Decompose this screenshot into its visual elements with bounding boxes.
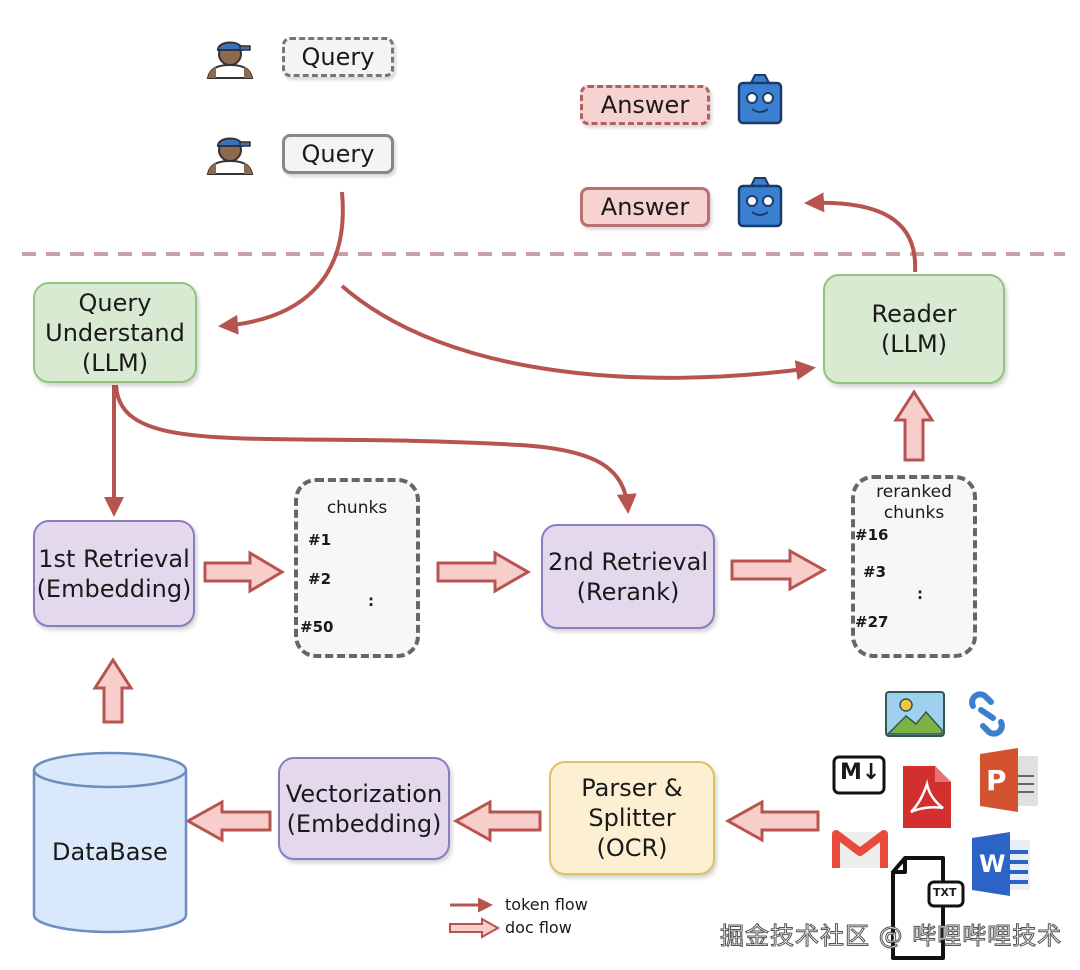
- database-cylinder: [32, 751, 188, 934]
- legend-doc-flow: doc flow: [505, 918, 572, 937]
- word-icon: [972, 832, 1030, 896]
- reranked-ellipsis: :: [917, 585, 923, 603]
- query-pill-dashed: Query: [282, 37, 394, 77]
- reranked-title: reranked: [876, 482, 952, 502]
- reranked-label: #3: [863, 563, 887, 581]
- link-icon: [969, 691, 1005, 737]
- txt-file-icon: [891, 856, 965, 960]
- legend-doc-flow-arrow: [449, 917, 501, 939]
- legend-token-flow: token flow: [505, 895, 588, 914]
- second-retrieval-node: 2nd Retrieval (Rerank): [541, 524, 715, 629]
- answer-label: Answer: [600, 193, 690, 221]
- node-label: (LLM): [880, 330, 948, 358]
- node-label: (OCR): [596, 834, 668, 862]
- doc-flow-chunks-to-second: [436, 550, 532, 594]
- powerpoint-icon: [980, 748, 1038, 812]
- word-icon-label: W: [979, 850, 1006, 878]
- node-label: (LLM): [81, 348, 149, 377]
- doc-flow-parser-to-vector: [452, 799, 542, 843]
- user-avatar-icon: [206, 137, 254, 175]
- chunks-title: chunks: [326, 498, 388, 518]
- ppt-icon-label: P: [986, 764, 1007, 797]
- reranked-chunks-container: reranked chunks #16 #3 : #27: [851, 475, 977, 658]
- pdf-icon: [903, 766, 951, 828]
- chunk-label: #1: [308, 531, 332, 549]
- chunk-ellipsis: :: [368, 592, 374, 610]
- node-label: 2nd Retrieval: [548, 547, 708, 576]
- node-label: Splitter: [588, 804, 676, 832]
- reranked-label: #16: [855, 526, 889, 544]
- query-understand-node: Query Understand (LLM): [33, 282, 197, 383]
- robot-icon: [737, 177, 783, 228]
- robot-icon: [737, 74, 783, 125]
- doc-flow-vector-to-db: [184, 799, 272, 843]
- first-retrieval-node: 1st Retrieval (Embedding): [33, 520, 195, 627]
- node-label: (Embedding): [36, 574, 192, 603]
- query-pill-solid: Query: [282, 134, 394, 174]
- token-flow-query-to-understand: [218, 191, 345, 335]
- reranked-label: #27: [855, 613, 889, 631]
- token-flow-understand-to-second: [114, 384, 637, 514]
- reader-node: Reader (LLM): [823, 274, 1005, 384]
- answer-label: Answer: [600, 91, 690, 119]
- database-label: DataBase: [52, 838, 168, 866]
- node-label: (Rerank): [576, 577, 680, 606]
- chunk-label: #2: [308, 570, 332, 588]
- node-label: Reader: [871, 300, 957, 328]
- answer-pill-dashed: Answer: [580, 85, 710, 125]
- parser-splitter-node: Parser & Splitter (OCR): [549, 761, 715, 875]
- markdown-icon: [832, 755, 886, 795]
- token-flow-reader-to-answer: [804, 192, 918, 273]
- vectorization-node: Vectorization (Embedding): [278, 757, 450, 860]
- query-label: Query: [301, 140, 375, 168]
- node-label: Vectorization: [285, 779, 443, 808]
- node-label: Query: [78, 288, 152, 317]
- user-avatar-icon: [206, 41, 254, 79]
- image-icon: [885, 691, 945, 737]
- answer-pill-solid: Answer: [580, 187, 710, 227]
- node-label: 1st Retrieval: [38, 544, 190, 573]
- markdown-icon-label: M↓: [840, 760, 881, 785]
- token-flow-query-to-reader: [340, 284, 816, 381]
- query-label: Query: [301, 43, 375, 71]
- chunks-container: chunks #1 #2 : #50: [294, 478, 420, 658]
- txt-icon-label: TXT: [933, 886, 957, 899]
- doc-flow-second-to-reranked: [730, 548, 828, 592]
- chunk-label: #50: [300, 618, 334, 636]
- gmail-icon: [832, 830, 888, 868]
- doc-flow-reranked-to-reader: [893, 389, 935, 462]
- node-label: Understand: [45, 318, 185, 347]
- doc-flow-sources-to-parser: [724, 799, 820, 843]
- watermark: 掘金技术社区 @ 哔哩哔哩技术: [719, 922, 1063, 951]
- node-label: Parser &: [581, 774, 683, 802]
- reranked-title: chunks: [883, 503, 945, 523]
- doc-flow-db-to-first: [92, 657, 134, 724]
- doc-flow-first-to-chunks: [203, 550, 285, 594]
- node-label: (Embedding): [286, 809, 442, 838]
